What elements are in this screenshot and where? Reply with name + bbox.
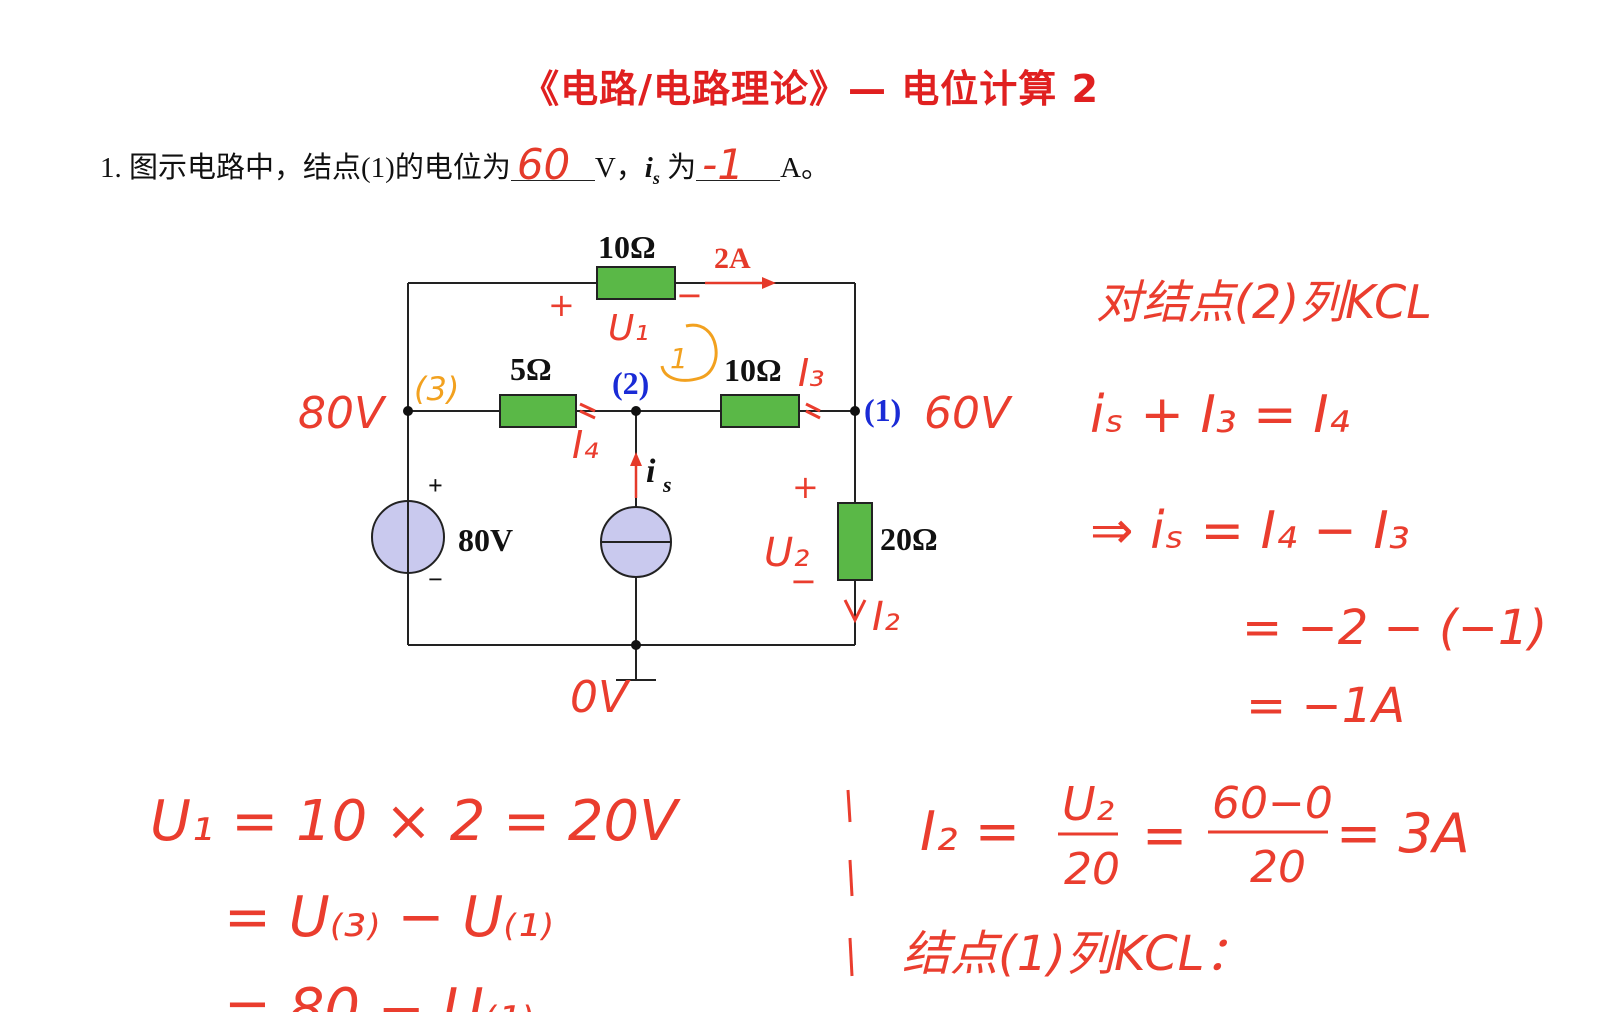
- is-symbol: i: [644, 152, 653, 184]
- question-mid-wei: 为: [659, 152, 697, 184]
- note-bl-3: = 80 − U₍₁₎: [224, 977, 533, 1012]
- arrow-i4-icon: [579, 402, 596, 420]
- note-br-eq-left: I₂ =: [920, 800, 1020, 863]
- annot-v-right: 60V: [924, 388, 1013, 439]
- is-subscript: s: [652, 167, 660, 188]
- label-source-i-sub: s: [662, 472, 672, 497]
- answer-1: 60: [516, 140, 571, 189]
- annot-u2-minus: −: [790, 562, 817, 600]
- note-right-1: 对结点(2)列KCL: [1096, 275, 1432, 329]
- note-right-5: = −1A: [1246, 678, 1405, 734]
- note-right-4: = −2 − (−1): [1242, 600, 1547, 656]
- label-2a: 2A: [714, 242, 751, 275]
- label-r-5: 5Ω: [510, 351, 552, 387]
- note-bl-1: U₁ = 10 × 2 = 20V: [150, 789, 681, 854]
- annot-u1-plus: +: [548, 286, 575, 324]
- annot-i2: I₂: [872, 594, 900, 640]
- label-r-top: 10Ω: [598, 229, 656, 265]
- resistor-20ohm: [837, 502, 873, 581]
- label-source-i: i: [646, 453, 656, 490]
- label-node-2: (2): [612, 365, 649, 401]
- annot-i4: I₄: [572, 423, 598, 467]
- arrow-i3-icon: [805, 402, 821, 420]
- note-right-2: iₛ + I₃ = I₄: [1090, 385, 1350, 445]
- annot-node-3: (3): [414, 370, 459, 408]
- annot-loop-mark: 1: [670, 342, 688, 375]
- resistor-5ohm: [499, 394, 577, 428]
- arrow-i2-icon: [843, 599, 867, 624]
- label-node-1: (1): [864, 392, 901, 428]
- question-mid-v: V，: [594, 152, 645, 184]
- label-source-minus: −: [428, 565, 443, 594]
- note-br-result: = 3A: [1336, 802, 1470, 865]
- annot-u2: U₂: [764, 530, 809, 576]
- question-suffix: A。: [780, 152, 831, 184]
- loop-icon: [660, 323, 718, 382]
- label-r-20: 20Ω: [880, 521, 938, 557]
- note-br-kcl1: 结点(1)列KCL：: [902, 926, 1252, 982]
- label-source-plus: +: [428, 471, 443, 500]
- note-br-equals: =: [1142, 804, 1187, 867]
- question-prefix: 1. 图示电路中，结点(1)的电位为: [100, 152, 511, 184]
- annot-v-ground: 0V: [570, 672, 631, 723]
- annot-u1: U₁: [608, 308, 649, 349]
- annot-u2-plus: +: [792, 468, 819, 506]
- answer-blank-2: -1: [696, 140, 781, 189]
- label-r-10-mid: 10Ω: [724, 352, 782, 388]
- page-title: 《电路/电路理论》— 电位计算 2: [521, 67, 1099, 111]
- note-br-frac2-num: 60−0: [1212, 778, 1333, 829]
- note-br-frac1-num: U₂: [1062, 777, 1114, 831]
- note-bl-2: = U₍₃₎ − U₍₁₎: [224, 885, 553, 950]
- label-source-v: 80V: [458, 522, 513, 558]
- answer-blank-1: 60: [510, 140, 595, 189]
- note-br-frac1-den: 20: [1064, 844, 1120, 895]
- divider-strokes: [846, 789, 854, 977]
- answer-2: -1: [702, 140, 745, 189]
- annot-i3: I₃: [798, 351, 824, 395]
- note-br-frac2-den: 20: [1250, 842, 1306, 893]
- annot-u1-minus: −: [676, 276, 703, 314]
- annot-v-left: 80V: [298, 388, 387, 439]
- circuit-nodes: [403, 406, 860, 650]
- note-right-3: ⇒ iₛ = I₄ − I₃: [1090, 501, 1410, 561]
- resistor-top: [596, 266, 676, 300]
- resistor-10ohm-mid: [720, 394, 800, 428]
